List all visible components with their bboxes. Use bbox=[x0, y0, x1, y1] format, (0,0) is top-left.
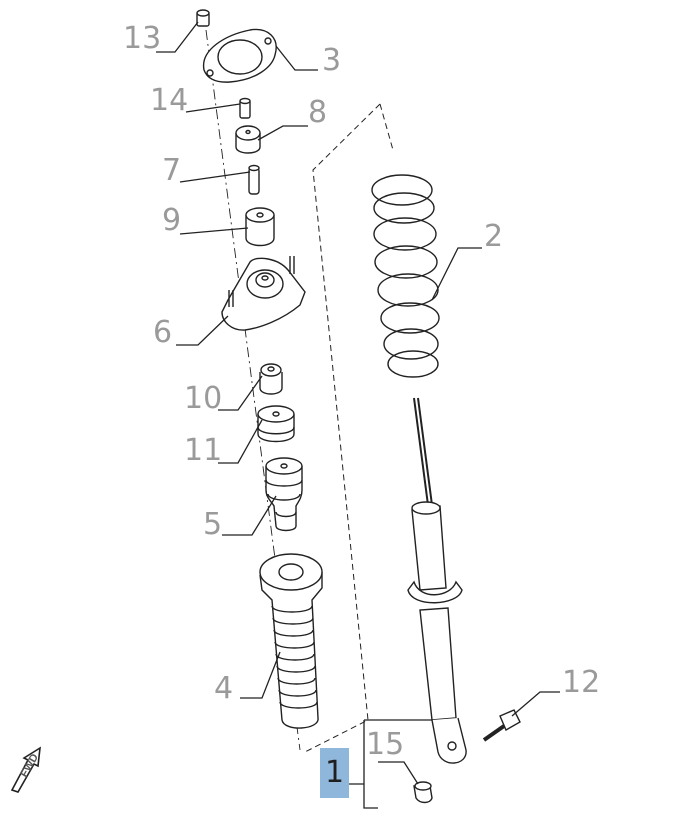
callout-6: 6 bbox=[153, 315, 173, 350]
part-6-top-mount bbox=[221, 256, 306, 331]
part-5-bump-stop bbox=[265, 457, 303, 532]
callout-3: 3 bbox=[322, 43, 342, 78]
part-14-bolt bbox=[239, 97, 251, 119]
part-9-bushing bbox=[245, 207, 275, 247]
assembly-dashed-outline bbox=[304, 103, 394, 753]
callout-1: 1 bbox=[320, 748, 350, 798]
part-15-nut bbox=[413, 781, 433, 804]
callout-10: 10 bbox=[184, 381, 223, 416]
callout-4: 4 bbox=[214, 671, 234, 706]
callout-12: 12 bbox=[562, 665, 601, 700]
callout-15: 15 bbox=[366, 727, 405, 762]
part-8-cap bbox=[235, 125, 261, 154]
part-7-sleeve bbox=[248, 164, 260, 195]
callout-8: 8 bbox=[308, 95, 328, 130]
part-11-stop-cap bbox=[257, 405, 295, 443]
part-10-spacer bbox=[259, 363, 283, 395]
callout-9: 9 bbox=[162, 203, 182, 238]
leader-lines bbox=[156, 21, 560, 809]
callout-13: 13 bbox=[123, 21, 162, 56]
callout-11: 11 bbox=[184, 433, 223, 468]
callout-5: 5 bbox=[203, 507, 223, 542]
part-1-shock-absorber bbox=[407, 397, 467, 764]
part-2-coil-spring bbox=[371, 174, 440, 378]
part-12-bolt bbox=[482, 709, 521, 742]
callout-2: 2 bbox=[484, 219, 504, 254]
part-13-nut bbox=[196, 9, 210, 27]
callout-7: 7 bbox=[162, 153, 182, 188]
part-4-dust-boot bbox=[259, 553, 323, 729]
part-3-gasket bbox=[203, 28, 277, 83]
callout-14: 14 bbox=[150, 83, 189, 118]
fwd-arrow-icon bbox=[10, 746, 41, 793]
